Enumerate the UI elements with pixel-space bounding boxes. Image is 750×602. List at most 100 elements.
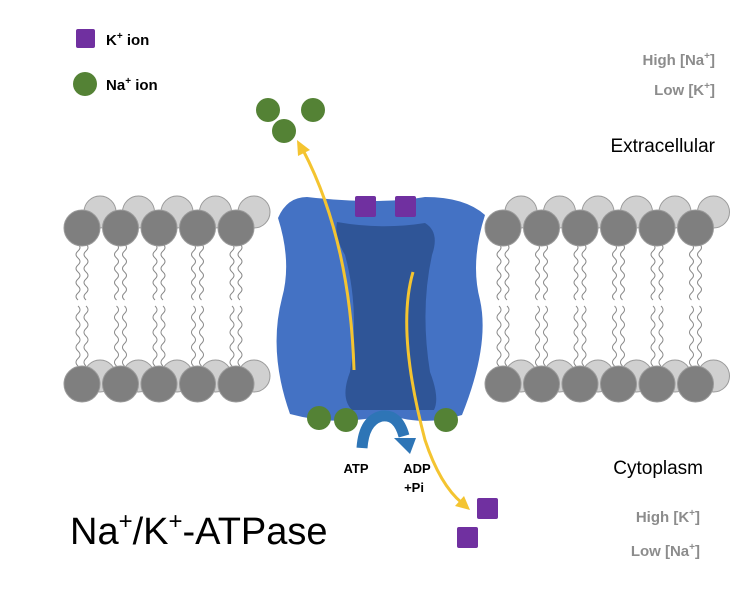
lipid-head	[140, 209, 178, 247]
lipid-tail	[199, 243, 204, 301]
lipid-tail	[535, 305, 540, 367]
k-ions-cytoplasm	[457, 498, 498, 548]
lipid-head	[638, 209, 676, 247]
legend-k-swatch	[76, 29, 95, 48]
cytoplasm-gradient: High [K+] Low [Na+]	[631, 508, 700, 560]
lipid-tail	[152, 243, 158, 301]
na-ion	[256, 98, 280, 122]
lipid-tail	[229, 243, 235, 301]
lipid-tail	[75, 243, 81, 301]
lipid-head	[102, 365, 139, 403]
lipid-tail	[620, 243, 625, 301]
k-influx-arrow	[405, 271, 470, 510]
k-ions-bound	[355, 196, 416, 217]
adp-label: ADP	[403, 461, 431, 476]
protein-inner-channel	[336, 222, 437, 410]
cytoplasm-high-k: High [K+]	[636, 508, 700, 526]
lipid-tail	[122, 243, 127, 301]
lipid-head	[179, 365, 216, 403]
lipid-tail	[191, 305, 196, 367]
lipid-tail	[573, 243, 579, 301]
cytoplasm-low-na: Low [Na+]	[631, 542, 700, 560]
legend-na-label: Na+ ion	[106, 76, 158, 94]
lipid-tail	[612, 305, 617, 367]
lipid-head	[677, 365, 714, 403]
lipid-tail	[650, 305, 656, 367]
lipid-tail	[658, 305, 664, 367]
lipid-tail	[160, 305, 166, 367]
lipid-tail	[114, 305, 119, 367]
lipid-head	[63, 209, 101, 247]
lipid-head	[217, 209, 255, 247]
k-ion	[395, 196, 416, 217]
atp-hydrolysis-arrow	[356, 410, 416, 454]
lipid-tail	[160, 243, 166, 301]
lipid-head	[600, 209, 637, 247]
lipid-tail	[83, 305, 89, 367]
lipid-head	[484, 365, 522, 403]
lipid-tail	[535, 243, 540, 301]
lipid-head	[561, 209, 599, 247]
legend: K+ ion Na+ ion	[73, 29, 158, 96]
lipid-tail	[122, 305, 127, 367]
extracellular-gradient: High [Na+] Low [K+]	[642, 51, 715, 99]
lipid-tail	[697, 243, 702, 301]
extracellular-low-k: Low [K+]	[654, 81, 715, 99]
legend-na-swatch	[73, 72, 97, 96]
lipid-tail	[504, 305, 510, 367]
lipid-tail	[612, 243, 617, 301]
lipid-head	[523, 209, 560, 247]
lipid-head	[63, 365, 101, 403]
na-ion	[334, 408, 358, 432]
lipid-tail	[83, 243, 89, 301]
diagram-title: Na+/K+-ATPase	[70, 508, 328, 553]
atpase-protein	[276, 197, 485, 421]
k-ion	[355, 196, 376, 217]
lipid-tail	[237, 305, 243, 367]
lipid-tail	[543, 243, 548, 301]
legend-k-label: K+ ion	[106, 31, 149, 49]
lipid-tail	[697, 305, 702, 367]
lipid-head	[523, 365, 560, 403]
atp-label: ATP	[343, 461, 368, 476]
lipid-head	[561, 365, 599, 403]
lipid-tail	[114, 243, 119, 301]
na-ions-extracellular	[256, 98, 325, 143]
na-ion	[434, 408, 458, 432]
lipid-tail	[658, 243, 664, 301]
lipid-head	[102, 209, 139, 247]
lipid-tail	[581, 305, 587, 367]
lipid-tail	[199, 305, 204, 367]
na-ion	[272, 119, 296, 143]
lipid-tail	[496, 243, 502, 301]
lipid-tail	[496, 305, 502, 367]
lipid-tail	[581, 243, 587, 301]
lipid-tail	[191, 243, 196, 301]
membrane-tails	[75, 243, 702, 367]
na-ion	[301, 98, 325, 122]
lipid-head	[140, 365, 178, 403]
lipid-head	[484, 209, 522, 247]
na-ion	[307, 406, 331, 430]
lipid-tail	[229, 305, 235, 367]
lipid-tail	[573, 305, 579, 367]
lipid-head	[217, 365, 255, 403]
pi-label: +Pi	[404, 480, 424, 495]
membrane-front-layer	[63, 209, 714, 403]
cytoplasm-label: Cytoplasm	[613, 458, 703, 479]
lipid-head	[677, 209, 714, 247]
lipid-head	[600, 365, 637, 403]
lipid-head	[638, 365, 676, 403]
k-ion	[457, 527, 478, 548]
lipid-tail	[543, 305, 548, 367]
lipid-tail	[75, 305, 81, 367]
k-ion	[477, 498, 498, 519]
na-efflux-arrow	[297, 140, 356, 371]
extracellular-high-na: High [Na+]	[642, 51, 715, 69]
lipid-tail	[152, 305, 158, 367]
lipid-tail	[620, 305, 625, 367]
lipid-tail	[650, 243, 656, 301]
lipid-tail	[689, 305, 694, 367]
lipid-head	[179, 209, 216, 247]
